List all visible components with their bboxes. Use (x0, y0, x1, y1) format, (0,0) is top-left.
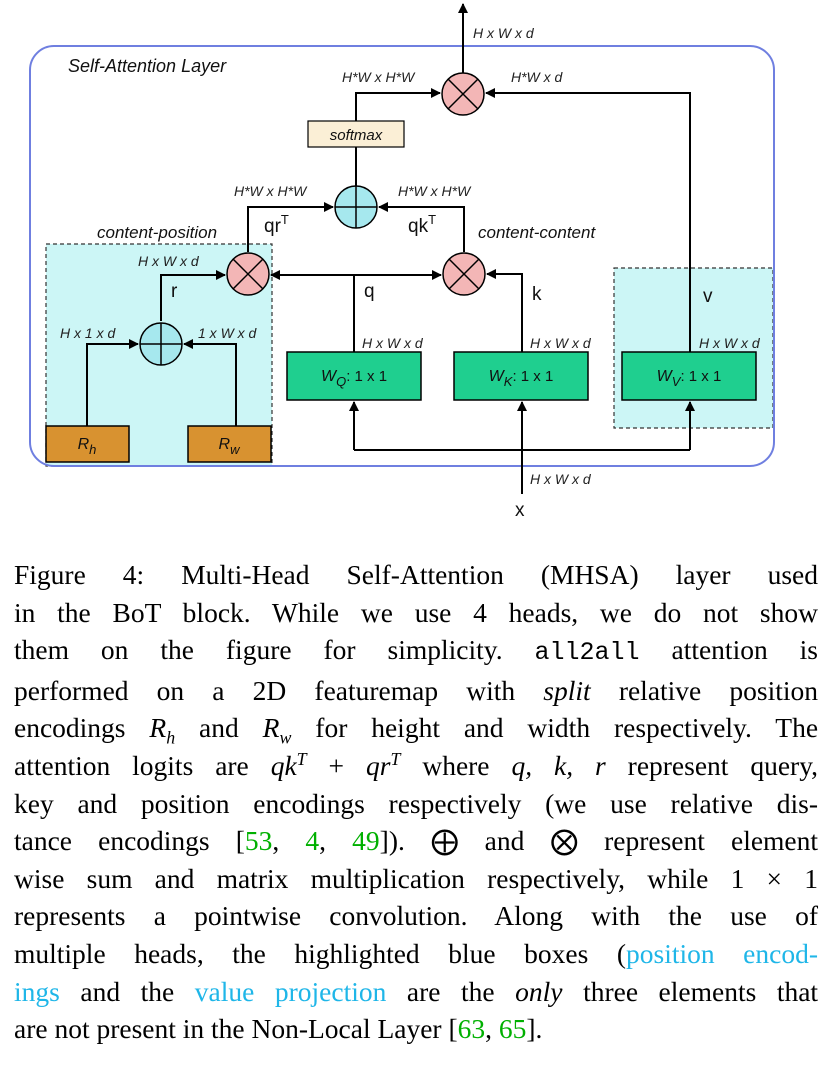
dim-output: H x W x d (473, 25, 535, 41)
citation-link[interactable]: 53 (244, 825, 273, 857)
rw-arrow (183, 339, 237, 426)
highlight-link[interactable]: ings (14, 975, 60, 1007)
dim-qk: H*W x H*W (398, 183, 472, 199)
qr-arrow (247, 202, 334, 252)
softmax-to-matmul-arrow (355, 88, 441, 121)
dim-v-to-matmul: H*W x d (511, 69, 564, 85)
k-path-arrow (486, 269, 523, 352)
wq-label: WQ: 1 x 1 (321, 368, 387, 389)
caption-line: attention logits are qkT + qrT where q, … (14, 748, 819, 781)
caption-line: wise sum and matrix multiplication respe… (14, 862, 818, 894)
multiply-icon (232, 258, 264, 290)
v-path-arrow (485, 88, 691, 352)
softmax-box (307, 120, 405, 148)
qk-label: qkT (408, 212, 436, 237)
content-content-label: content-content (478, 223, 596, 242)
caption-line: performed on a 2D featuremap with split … (14, 674, 819, 706)
rh-arrow (86, 339, 139, 426)
citation-link[interactable]: 49 (352, 825, 380, 857)
caption-line: ings and the value projection are the on… (14, 975, 819, 1007)
figure-caption: Figure 4: Multi-Head Self-Attention (MHS… (14, 556, 818, 1048)
caption-line: them on the figure for simplicity. all2a… (14, 634, 818, 668)
rh-box (45, 425, 130, 463)
multiply-icon (448, 258, 480, 290)
caption-line: key and position encodings respectively … (14, 787, 818, 819)
qr-label: qrT (264, 212, 289, 237)
caption-line: are not present in the Non-Local Layer [… (14, 1013, 543, 1045)
dim-x: H x W x d (530, 471, 592, 487)
dim-k: H x W x d (530, 335, 592, 351)
self-attention-layer-frame (29, 45, 775, 467)
rw-label: Rw (219, 436, 242, 457)
caption-line: represents a pointwise convolution. Alon… (14, 900, 818, 932)
citation-link[interactable]: 65 (498, 1013, 527, 1045)
dim-qr: H*W x H*W (234, 183, 308, 199)
q-label: q (364, 281, 375, 302)
qk-arrow (378, 202, 465, 252)
dim-softmax: H*W x H*W (342, 69, 416, 85)
dim-v: H x W x d (699, 335, 761, 351)
dim-r: H x W x d (138, 253, 200, 269)
k-label: k (532, 284, 542, 305)
caption-line: encodings Rh and Rw for height and width… (14, 712, 819, 748)
wv-label: WV: 1 x 1 (657, 368, 722, 389)
citation-link[interactable]: 4 (305, 825, 320, 857)
layer-title: Self-Attention Layer (68, 56, 227, 76)
x-label: x (515, 500, 525, 521)
rh-label: Rh (78, 436, 97, 457)
content-position-label: content-position (97, 223, 217, 242)
highlight-link[interactable]: value projection (194, 975, 387, 1007)
wk-label: WK: 1 x 1 (489, 368, 554, 389)
highlight-link[interactable]: position encod- (626, 937, 818, 969)
caption-line: tance encodings [53, 4, 49]). ⨁ and ⨂ re… (14, 825, 819, 857)
dim-rw: 1 x W x d (198, 325, 258, 341)
multiply-icon (447, 78, 479, 110)
mhsa-diagram: Self-Attention Layer H x W x d softmax H… (29, 3, 775, 521)
caption-line: in the BoT block. While we use 4 heads, … (14, 596, 818, 628)
softmax-label: softmax (330, 127, 383, 144)
wq-box (286, 351, 422, 401)
dim-q: H x W x d (362, 335, 424, 351)
wv-box (621, 351, 757, 401)
v-label: v (703, 286, 713, 307)
citation-link[interactable]: 63 (457, 1013, 486, 1045)
r-path-arrow (160, 270, 226, 321)
r-label: r (171, 281, 178, 302)
dim-rh: H x 1 x d (60, 325, 116, 341)
caption-line: Figure 4: Multi-Head Self-Attention (MHS… (14, 559, 818, 590)
rw-box (187, 425, 272, 463)
wk-box (453, 351, 589, 401)
caption-line: multiple heads, the highlighted blue box… (14, 937, 818, 969)
